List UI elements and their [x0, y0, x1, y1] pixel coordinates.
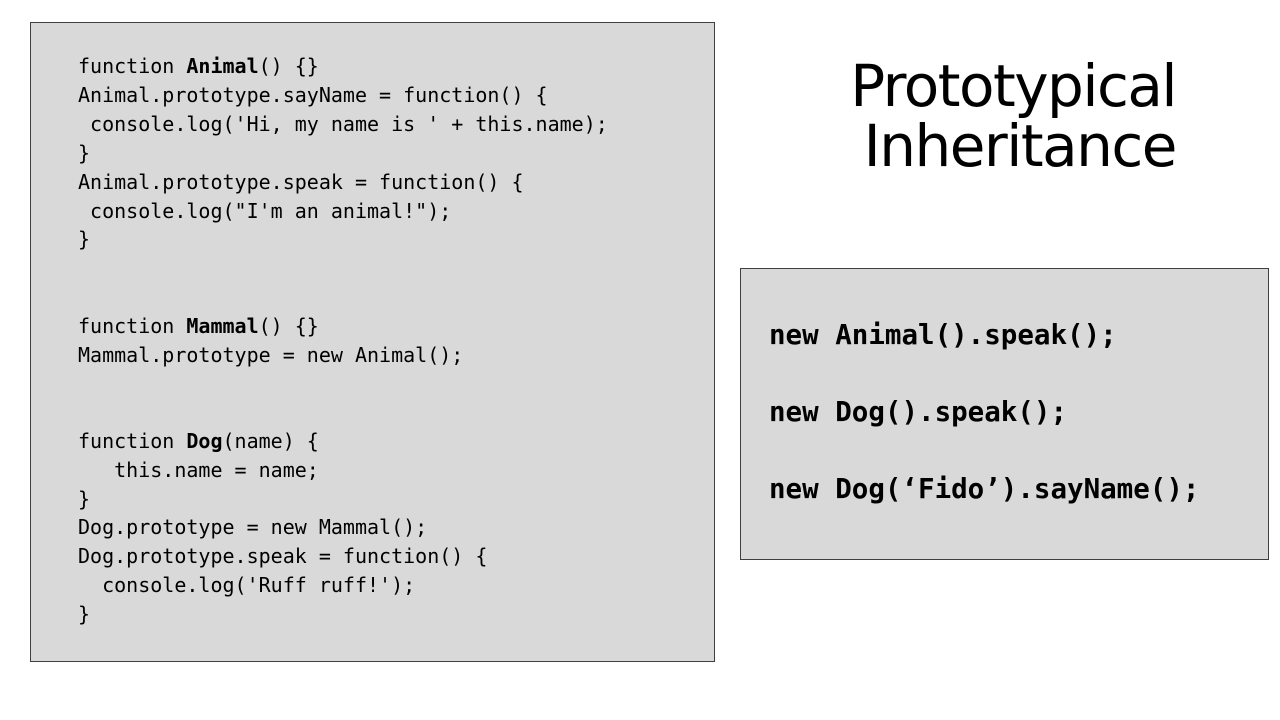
code-line-mammal-def: function Mammal() {}	[78, 316, 319, 336]
code-line: }	[78, 141, 91, 165]
code-line: Animal.prototype.sayName = function() {	[78, 83, 548, 107]
code-line: Mammal.prototype = new Animal();	[78, 343, 464, 367]
code-token: function	[78, 429, 187, 453]
code-listing-panel: function Animal() {} Animal.prototype.sa…	[30, 22, 715, 662]
code-token: () {}	[258, 54, 319, 78]
slide-title: Prototypical Inheritance	[850, 52, 1178, 180]
code-line: this.name = name;	[78, 458, 319, 482]
code-line: Dog.prototype = new Mammal();	[78, 515, 428, 539]
code-line-dog-speak: new Dog().speak();	[769, 396, 1068, 428]
slide-title-line-1: Prototypical	[850, 52, 1177, 120]
code-line: console.log('Hi, my name is ' + this.nam…	[78, 112, 608, 136]
code-line: Animal.prototype.speak = function() {	[78, 170, 524, 194]
code-token-bold: Animal	[186, 54, 259, 78]
code-token: function	[78, 54, 187, 78]
slide-title-line-2: Inheritance	[863, 112, 1178, 180]
code-line-animal-speak: new Animal().speak();	[769, 319, 1117, 351]
code-token: function	[78, 314, 187, 338]
code-line: }	[78, 487, 91, 511]
code-token: () {}	[258, 314, 319, 338]
code-line: }	[78, 602, 91, 626]
code-line-dog-sayname: new Dog(‘Fido’).sayName();	[769, 473, 1200, 505]
code-line: console.log('Ruff ruff!');	[78, 573, 416, 597]
code-line: Dog.prototype.speak = function() {	[78, 544, 488, 568]
code-line: console.log("I'm an animal!");	[78, 199, 452, 223]
code-line-dog-def: function Dog(name) {	[78, 431, 319, 451]
code-token: (name) {	[222, 429, 319, 453]
usage-examples-panel: new Animal().speak(); new Dog().speak();…	[740, 268, 1269, 560]
code-token-bold: Mammal	[186, 314, 259, 338]
code-token-bold: Dog	[186, 429, 223, 453]
code-line: }	[78, 227, 91, 251]
code-line-animal-def: function Animal() {}	[78, 56, 319, 76]
